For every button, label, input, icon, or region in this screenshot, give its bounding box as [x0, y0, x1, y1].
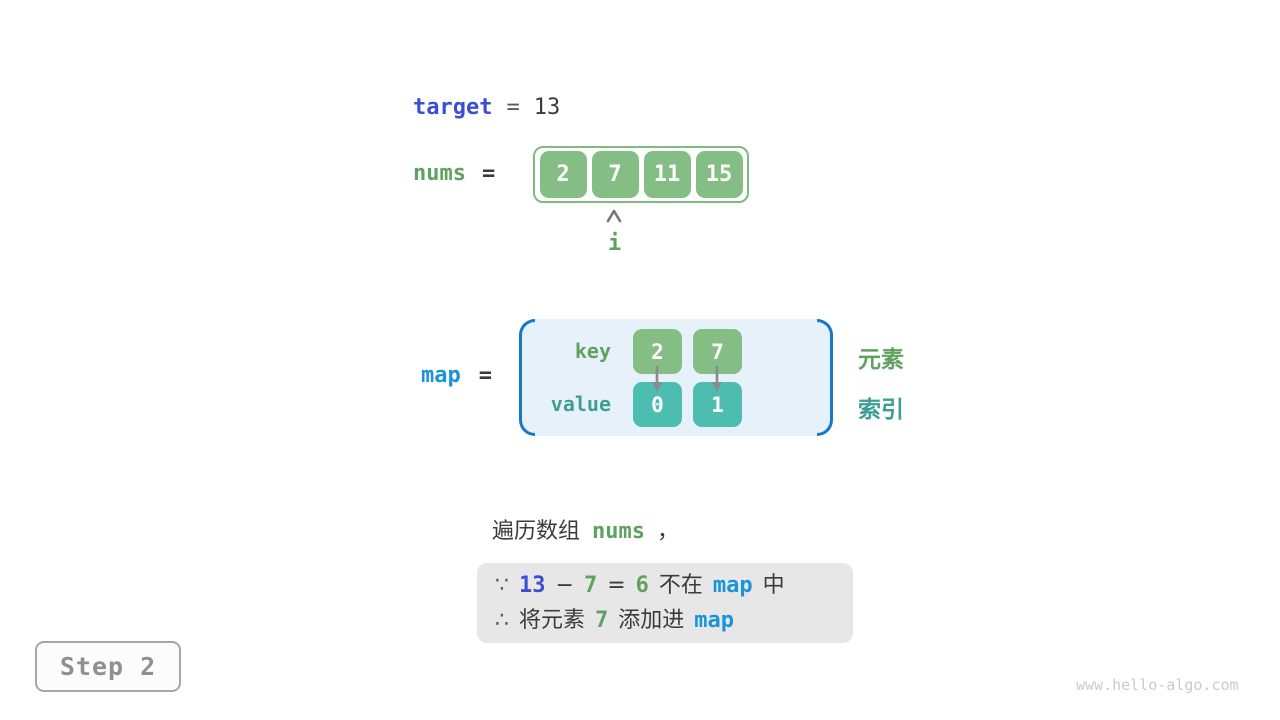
map-label: map = — [421, 363, 492, 388]
note-segment: ∵ — [495, 573, 509, 598]
map-key-row-label: key — [574, 339, 611, 363]
map-equals: = — [478, 363, 492, 388]
target-line: target = 13 — [413, 95, 560, 120]
key-to-value-arrow-icon — [712, 366, 722, 392]
caption-suffix: ， — [657, 519, 680, 544]
note-segment: ∴ — [495, 608, 509, 633]
note-segment: 不在 — [658, 573, 703, 598]
note-segment: 将元素 — [519, 608, 586, 633]
note-segment: − — [555, 573, 574, 598]
note-segment: 7 — [583, 573, 598, 598]
map-right-bracket — [817, 319, 833, 436]
caption-code: nums — [592, 519, 645, 544]
caption-prefix: 遍历数组 — [492, 519, 581, 544]
index-side-label: 索引 — [858, 397, 904, 423]
index-pointer-arrow-icon — [606, 209, 622, 223]
note-segment: 6 — [635, 573, 649, 598]
note-segment: 7 — [595, 608, 609, 633]
nums-array-cell: 2 — [539, 151, 587, 198]
nums-array-cell: 7 — [591, 151, 639, 198]
nums-array-cell: 15 — [695, 151, 743, 198]
nums-equals: = — [481, 161, 496, 186]
map-left-bracket — [519, 319, 535, 436]
note-segment: 中 — [762, 573, 785, 598]
target-variable: target — [413, 95, 493, 120]
note-box: ∵ 13−7 = 6 不在 map 中 ∴ 将元素 7 添加进 map — [477, 563, 853, 643]
note-line-1: ∵ 13−7 = 6 不在 map 中 — [495, 568, 853, 603]
map-variable: map — [421, 363, 461, 388]
note-segment: map — [712, 573, 753, 598]
index-pointer-label: i — [608, 231, 622, 256]
nums-variable: nums — [413, 161, 466, 186]
note-segment: map — [694, 608, 735, 633]
note-line-2: ∴ 将元素 7 添加进 map — [495, 603, 853, 638]
target-value: 13 — [533, 95, 561, 120]
caption-line: 遍历数组 nums ， — [492, 513, 679, 545]
watermark: www.hello-algo.com — [1076, 676, 1239, 694]
element-side-label: 元素 — [858, 347, 904, 373]
note-segment: 13 — [519, 573, 546, 598]
step-badge: Step 2 — [35, 641, 181, 692]
note-segment: 添加进 — [618, 608, 685, 633]
target-equals: = — [506, 95, 520, 120]
nums-array-cell: 11 — [643, 151, 691, 198]
nums-label: nums = — [413, 161, 495, 186]
map-value-row-label: value — [550, 392, 611, 416]
note-segment: = — [607, 573, 626, 598]
key-to-value-arrow-icon — [652, 366, 662, 392]
